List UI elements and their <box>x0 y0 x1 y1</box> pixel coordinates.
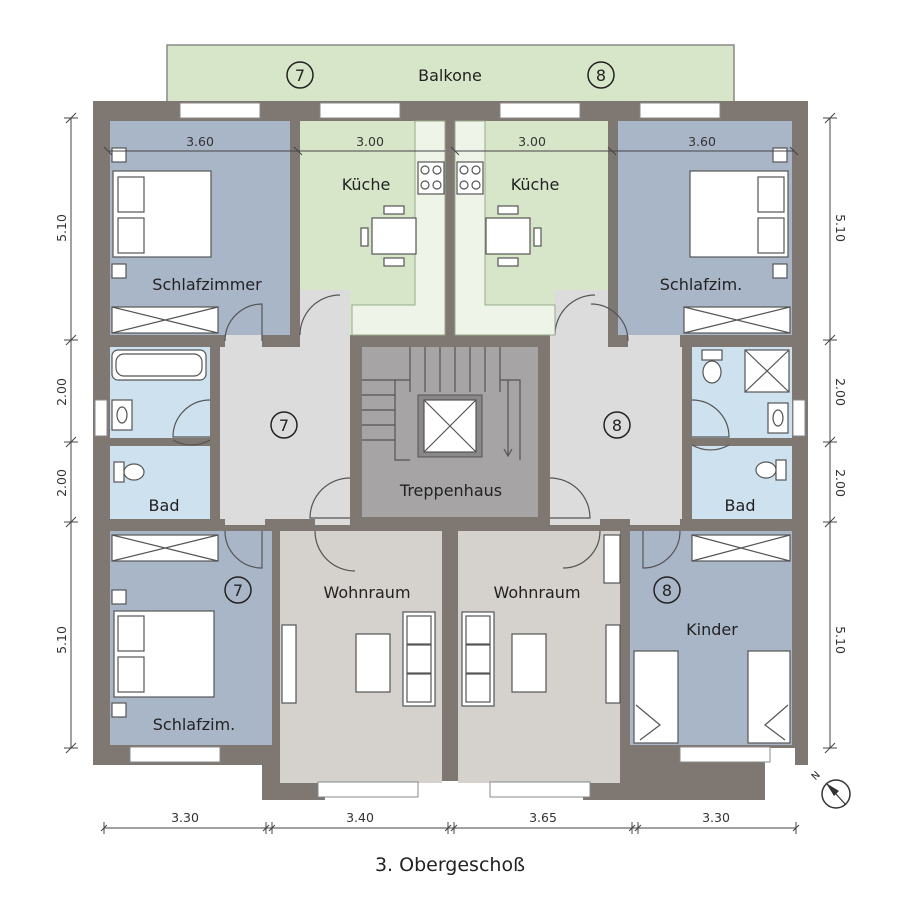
room-label-bath-left: Bad <box>149 496 180 515</box>
room-label-kids-room: Kinder <box>686 620 738 639</box>
wall-v-lower-1 <box>272 531 280 771</box>
kitchen-counters <box>351 120 556 336</box>
apt-num-balcony-right: 8 <box>596 66 606 85</box>
kids-room-furniture <box>633 534 791 744</box>
apt-num-hall-right: 8 <box>612 416 622 435</box>
wall-v-bath-left <box>210 347 220 525</box>
room-label-bedroom-bottom-left: Schlafzim. <box>153 715 236 734</box>
dim-right-3: 2.00 <box>833 469 848 497</box>
bed-top-right <box>683 147 791 334</box>
dim-left-4: 5.10 <box>54 626 69 654</box>
kitchen-table-right <box>485 205 542 267</box>
dim-right-1: 5.10 <box>833 214 848 242</box>
bath-right-fixtures <box>701 349 790 481</box>
wall-v-3 <box>608 101 618 341</box>
dim-bottom-4: 3.30 <box>702 810 730 825</box>
bed-bottom-left <box>111 534 219 718</box>
room-label-bedroom-top-right: Schlafzim. <box>660 275 743 294</box>
dim-right-2: 2.00 <box>833 378 848 406</box>
dim-lines-right <box>823 112 837 754</box>
dim-bottom-2: 3.40 <box>346 810 374 825</box>
room-label-balcony: Balkone <box>418 66 482 85</box>
dim-top-3: 3.00 <box>518 134 546 149</box>
wall-h-bed-right <box>680 335 808 347</box>
windows <box>94 102 806 798</box>
wall-v-lower-3 <box>620 531 630 771</box>
apt-num-kids-room: 8 <box>662 581 672 600</box>
living-left-furniture <box>281 611 436 707</box>
bath-left-fixtures <box>111 349 207 483</box>
doors <box>172 294 730 572</box>
living-right-furniture <box>461 534 621 707</box>
balcony-area <box>166 44 735 106</box>
room-label-living-left: Wohnraum <box>323 583 410 602</box>
dim-left-3: 2.00 <box>54 469 69 497</box>
dim-left-2: 2.00 <box>54 378 69 406</box>
wall-h-lower-right-2 <box>680 519 808 531</box>
hall-right-floor <box>548 335 686 525</box>
hall-left-floor <box>218 335 350 525</box>
wall-h-bed-left <box>93 335 225 347</box>
room-label-stairwell: Treppenhaus <box>399 481 502 500</box>
apt-num-balcony-left: 7 <box>295 66 305 85</box>
room-label-bedroom-top-left: Schlafzimmer <box>152 275 262 294</box>
floor-title: 3. Obergeschoß <box>375 854 525 876</box>
apt-num-hall-left: 7 <box>279 416 289 435</box>
dim-right-4: 5.10 <box>833 626 848 654</box>
bed-top-left <box>111 147 219 334</box>
dim-bottom-3: 3.65 <box>529 810 557 825</box>
wall-h-lower-left <box>93 519 225 531</box>
room-label-kitchen-right: Küche <box>511 175 560 194</box>
kitchen-table-left <box>360 205 417 267</box>
wall-v-lower-2 <box>442 531 458 781</box>
room-label-kitchen-left: Küche <box>342 175 391 194</box>
compass-icon <box>821 779 851 809</box>
wall-h-lower-left-2 <box>265 519 315 531</box>
dim-lines-bottom <box>100 822 800 834</box>
dim-lines-top <box>103 146 799 156</box>
wall-h-bath-left-mid <box>93 438 210 446</box>
dim-left-1: 5.10 <box>54 214 69 242</box>
wall-v-2 <box>445 101 455 341</box>
wall-h-bed-left-2 <box>262 335 300 347</box>
dim-lines-left <box>64 112 78 754</box>
compass-label: N <box>810 770 823 783</box>
stairs <box>362 347 521 461</box>
dim-top-4: 3.60 <box>688 134 716 149</box>
stair-bottom-wall <box>350 517 550 531</box>
wall-v-bath-right <box>682 347 692 525</box>
wall-h-lower-right <box>600 519 630 531</box>
dim-top-1: 3.60 <box>186 134 214 149</box>
apt-num-bedroom-bottom-left: 7 <box>233 581 243 600</box>
dim-bottom-1: 3.30 <box>171 810 199 825</box>
wall-v-1 <box>290 101 300 341</box>
wall-h-bath-right-mid <box>692 438 808 446</box>
room-label-bath-right: Bad <box>725 496 756 515</box>
wall-h-bed-right-2 <box>608 335 628 347</box>
apartment-circles <box>224 61 681 604</box>
dim-top-2: 3.00 <box>356 134 384 149</box>
room-label-living-right: Wohnraum <box>493 583 580 602</box>
